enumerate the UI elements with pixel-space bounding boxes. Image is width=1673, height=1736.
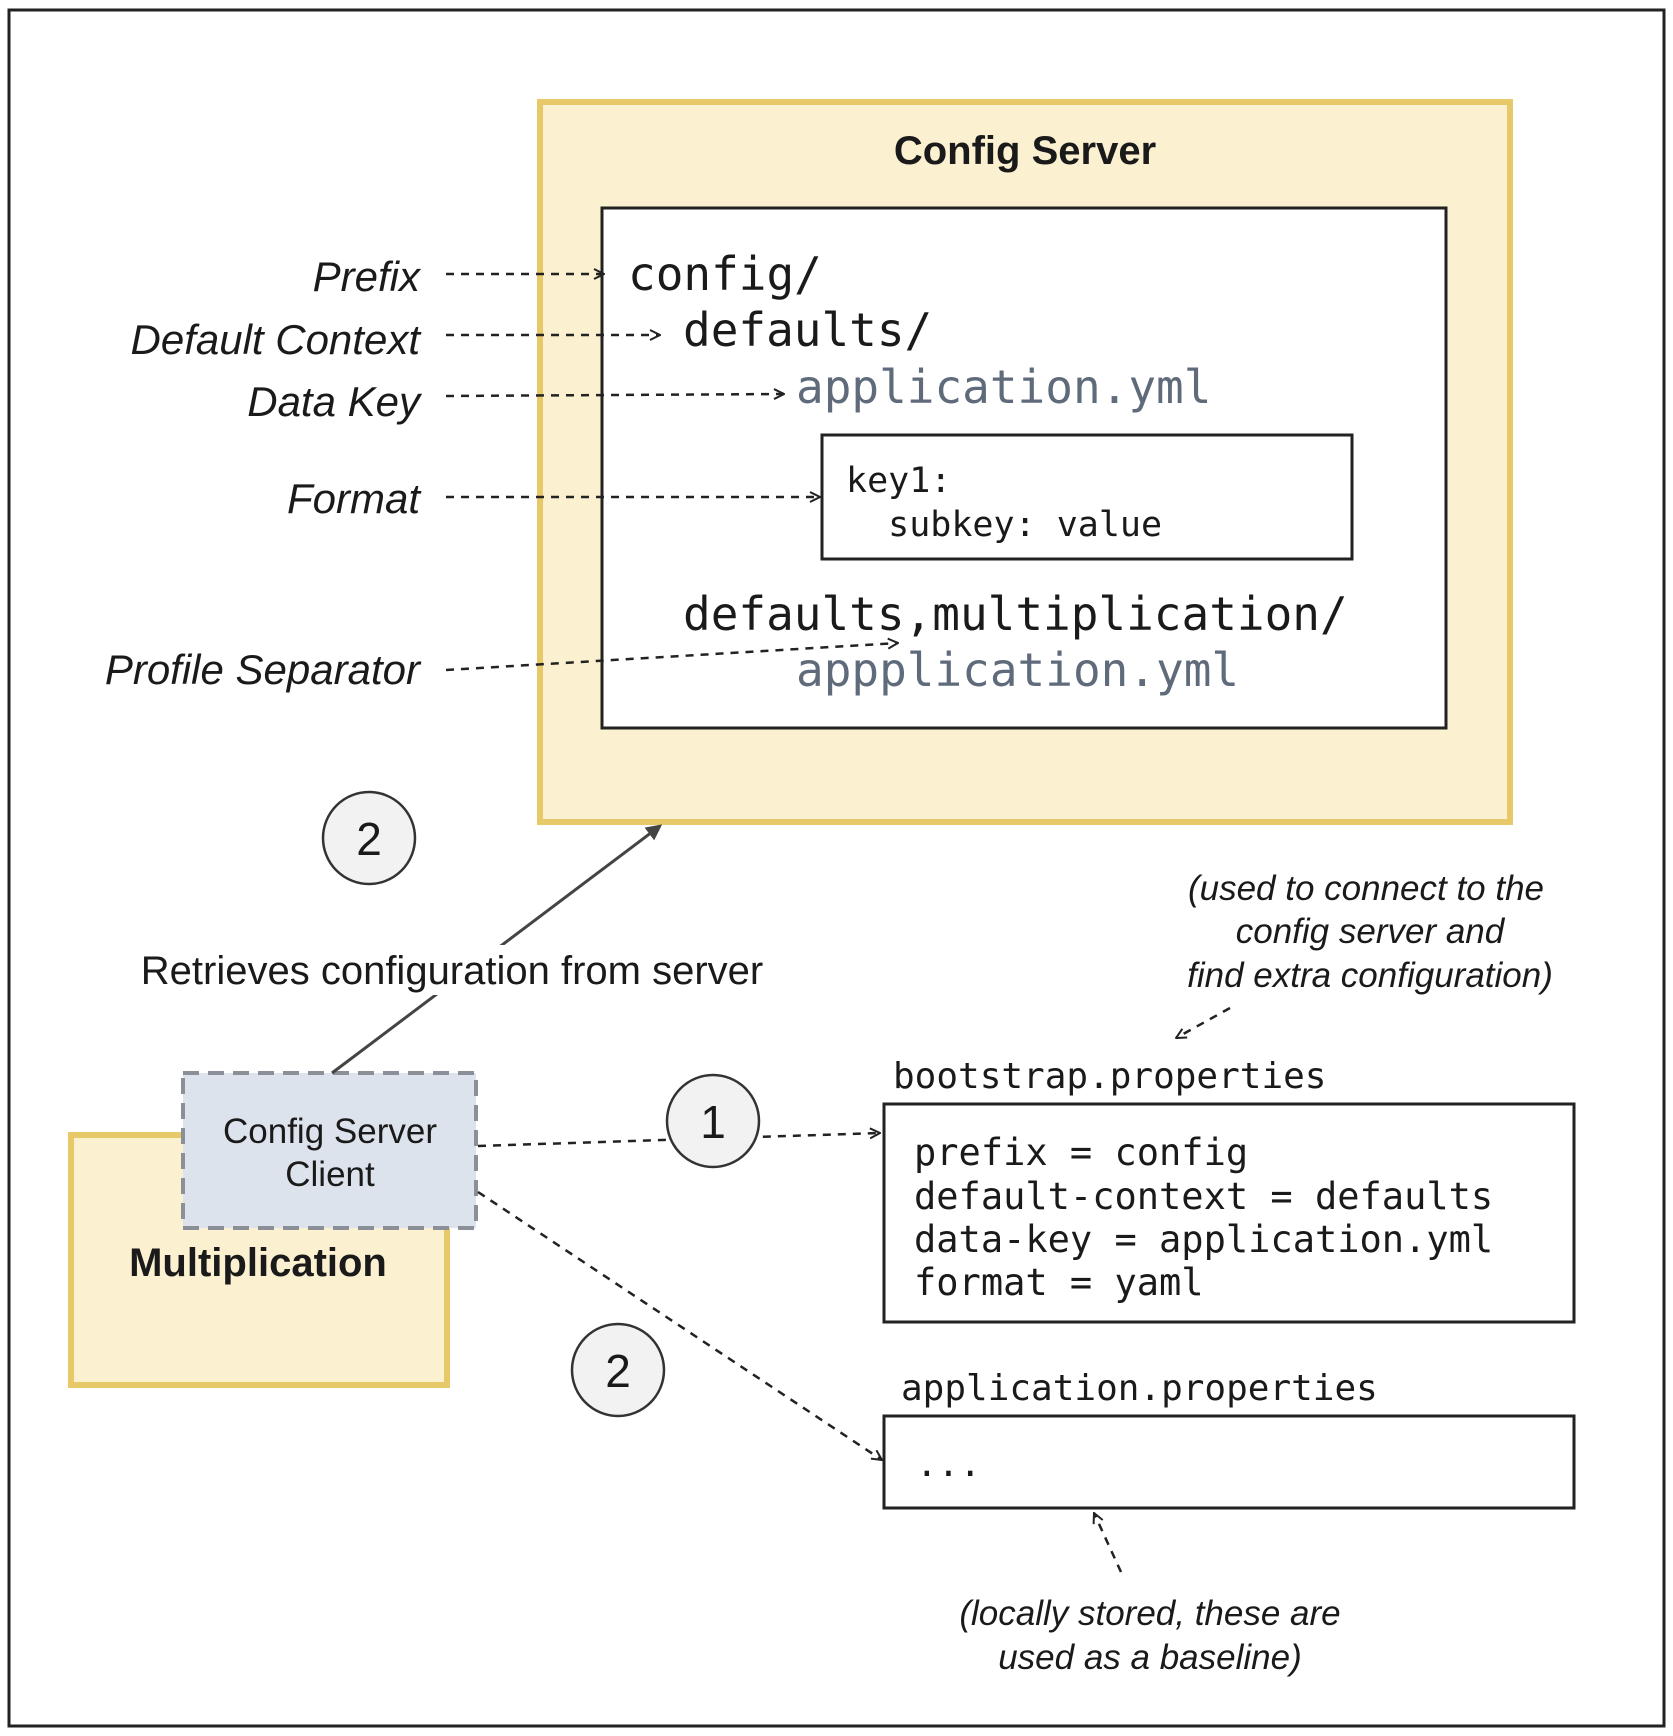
prefix-dir: config/	[628, 247, 822, 301]
arrow-application-note	[1094, 1513, 1123, 1573]
config-client-box	[181, 1071, 478, 1230]
format-line-1: key1:	[846, 461, 951, 501]
profile-dir: defaults,multiplication/	[683, 587, 1348, 641]
retrieves-text-bg	[108, 945, 796, 995]
profile-file: appplication.yml	[796, 643, 1239, 697]
config-client-line-2: Client	[285, 1155, 375, 1194]
step-1-label: 1	[700, 1096, 726, 1148]
config-server-title: Config Server	[894, 129, 1156, 173]
bootstrap-line-1: prefix = config	[914, 1131, 1248, 1174]
application-properties-filename: application.properties	[901, 1368, 1378, 1409]
default-context-dir: defaults/	[683, 303, 932, 357]
application-properties-box	[882, 1414, 1576, 1510]
label-data-key: Data Key	[247, 378, 423, 425]
format-content-box	[820, 433, 1354, 561]
label-prefix: Prefix	[313, 253, 422, 300]
step-2-label-top: 2	[356, 813, 382, 865]
bootstrap-line-4: format = yaml	[914, 1261, 1204, 1304]
bootstrap-box	[882, 1102, 1576, 1324]
bootstrap-note-line-3: find extra configuration)	[1187, 956, 1553, 995]
label-profile-separator: Profile Separator	[105, 646, 422, 693]
step-2-circle-top	[321, 790, 417, 886]
format-line-2: subkey: value	[846, 505, 1162, 545]
retrieves-text: Retrieves configuration from server	[141, 949, 763, 993]
bootstrap-filename: bootstrap.properties	[893, 1056, 1326, 1097]
bootstrap-note-line-2: config server and	[1236, 912, 1506, 951]
arrow-bootstrap-note	[1176, 1006, 1231, 1040]
config-client-line-1: Config Server	[223, 1112, 437, 1151]
step-1-circle	[665, 1073, 761, 1169]
label-format: Format	[287, 475, 422, 522]
application-note-line-2: used as a baseline)	[998, 1638, 1302, 1677]
data-key-file: application.yml	[796, 360, 1211, 414]
arrow-profile-separator	[445, 643, 898, 672]
arrow-data-key	[445, 394, 784, 396]
step-2-circle-bottom	[570, 1322, 666, 1418]
arrow-to-application-properties	[477, 1190, 882, 1460]
bootstrap-line-2: default-context = defaults	[914, 1175, 1493, 1218]
step-2-label-bottom: 2	[605, 1345, 631, 1397]
bootstrap-line-3: data-key = application.yml	[914, 1218, 1493, 1261]
multiplication-title: Multiplication	[129, 1241, 387, 1285]
application-properties-content: ...	[916, 1444, 981, 1485]
bootstrap-note-line-1: (used to connect to the	[1188, 869, 1544, 908]
application-note-line-1: (locally stored, these are	[959, 1594, 1340, 1633]
label-default-context: Default Context	[131, 316, 423, 363]
